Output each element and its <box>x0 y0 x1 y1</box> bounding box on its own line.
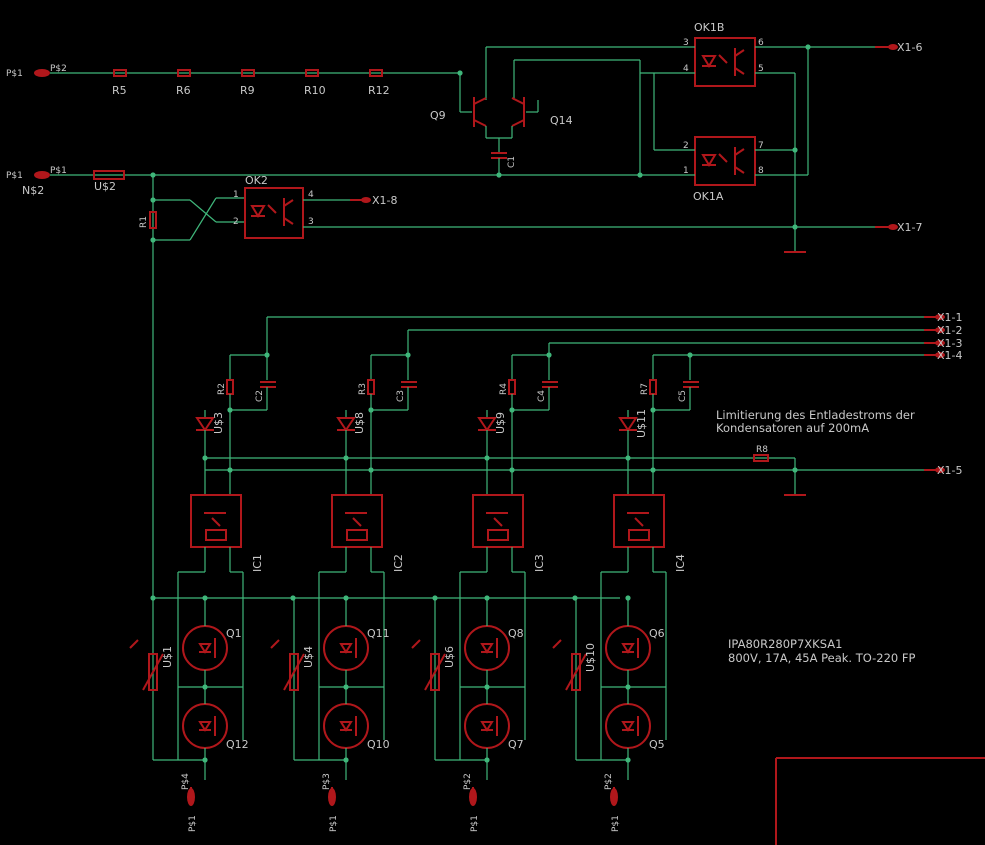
connector-x1-6 <box>875 44 898 50</box>
label-us8: U$8 <box>353 412 366 434</box>
label-ic1: IC1 <box>251 554 264 572</box>
label-r12: R12 <box>368 84 390 97</box>
label-q7: Q7 <box>508 738 524 751</box>
label-ok1b: OK1B <box>694 21 724 34</box>
channel-4 <box>552 352 699 806</box>
label-x1-3: X1-3 <box>937 337 963 350</box>
label-c1: C1 <box>507 156 517 168</box>
label-ps2-bottom: P$2 <box>463 773 473 790</box>
label-ps2-top: P$2 <box>50 64 67 74</box>
label-us3: U$3 <box>212 412 225 434</box>
ok2-pin-3: 3 <box>308 217 314 227</box>
label-us2: U$2 <box>94 180 116 193</box>
pin-2: 2 <box>683 141 689 151</box>
label-us9: U$9 <box>494 412 507 434</box>
label-us10: U$10 <box>584 643 597 672</box>
label-c5: C5 <box>678 390 688 402</box>
label-r8: R8 <box>756 445 768 455</box>
pin-5: 5 <box>758 64 764 74</box>
signal-bus <box>266 314 945 380</box>
label-r3: R3 <box>358 383 368 395</box>
second-input-line <box>34 170 640 600</box>
label-pb3: P$1 <box>470 815 480 832</box>
label-r4: R4 <box>499 383 509 395</box>
power-bus <box>150 595 620 601</box>
label-ok2: OK2 <box>245 174 268 187</box>
label-r6: R6 <box>176 84 191 97</box>
channel-2 <box>270 352 417 806</box>
label-q1: Q1 <box>226 627 242 640</box>
note-limit-line1: Limitierung des Entladestroms der <box>716 408 915 422</box>
label-ps1-top: P$1 <box>6 69 23 79</box>
connector-x1-7 <box>792 224 898 230</box>
note-part-line2: 800V, 17A, 45A Peak. TO-220 FP <box>728 651 915 665</box>
transistor-pair <box>459 46 686 178</box>
input-resistor-chain <box>34 69 463 77</box>
label-c4: C4 <box>537 390 547 402</box>
label-x1-7: X1-7 <box>897 221 923 234</box>
label-x1-8: X1-8 <box>372 194 398 207</box>
label-us1: U$1 <box>161 646 174 668</box>
pin-3: 3 <box>683 38 689 48</box>
x1-5-line <box>205 454 945 496</box>
label-ps4: P$4 <box>181 773 191 790</box>
channel-1 <box>129 352 276 806</box>
ok2-pin-2: 2 <box>233 217 239 227</box>
label-q6: Q6 <box>649 627 665 640</box>
note-part-line1: IPA80R280P7XKSA1 <box>728 637 842 651</box>
label-us4: U$4 <box>302 646 315 668</box>
pin-6: 6 <box>758 38 764 48</box>
label-ic4: IC4 <box>674 554 687 572</box>
label-pb1: P$1 <box>188 815 198 832</box>
note-limit-line2: Kondensatoren auf 200mA <box>716 421 869 435</box>
label-q8: Q8 <box>508 627 524 640</box>
label-r10: R10 <box>304 84 326 97</box>
label-us11: U$11 <box>635 409 648 438</box>
label-pb4: P$1 <box>611 815 621 832</box>
label-x1-6: X1-6 <box>897 41 923 54</box>
label-q9: Q9 <box>430 109 446 122</box>
label-r1: R1 <box>139 216 149 228</box>
label-x1-4: X1-4 <box>937 349 963 362</box>
pin-1: 1 <box>683 166 689 176</box>
pin-8: 8 <box>758 166 764 176</box>
label-q10: Q10 <box>367 738 390 751</box>
label-r7: R7 <box>640 383 650 395</box>
label-ps1-mid: P$1 <box>6 171 23 181</box>
label-ns2: N$2 <box>22 184 44 197</box>
label-ps3: P$3 <box>322 773 332 790</box>
ok2-pin-4: 4 <box>308 190 314 200</box>
label-q14: Q14 <box>550 114 573 127</box>
title-block-frame <box>775 757 985 845</box>
label-r5: R5 <box>112 84 127 97</box>
label-r2: R2 <box>217 383 227 395</box>
pin-7: 7 <box>758 141 764 151</box>
label-q11: Q11 <box>367 627 390 640</box>
label-ic2: IC2 <box>392 554 405 572</box>
label-c2: C2 <box>255 390 265 402</box>
label-x1-5: X1-5 <box>937 464 963 477</box>
label-ps1-mid2: P$1 <box>50 166 67 176</box>
optocoupler-ok1a <box>637 44 811 253</box>
label-ok1a: OK1A <box>693 190 724 203</box>
label-pb2: P$1 <box>329 815 339 832</box>
label-x1-1: X1-1 <box>937 311 963 324</box>
optocoupler-ok2 <box>244 187 795 239</box>
label-r9: R9 <box>240 84 255 97</box>
optocoupler-ok1b <box>640 37 890 87</box>
label-us6: U$6 <box>443 646 456 668</box>
label-c3: C3 <box>396 390 406 402</box>
label-ic3: IC3 <box>533 554 546 572</box>
label-q12: Q12 <box>226 738 249 751</box>
ok2-pin-1: 1 <box>233 190 239 200</box>
label-ps2-bottom-2: P$2 <box>604 773 614 790</box>
label-q5: Q5 <box>649 738 665 751</box>
channel-3 <box>411 352 558 806</box>
pin-4: 4 <box>683 64 689 74</box>
label-x1-2: X1-2 <box>937 324 963 337</box>
